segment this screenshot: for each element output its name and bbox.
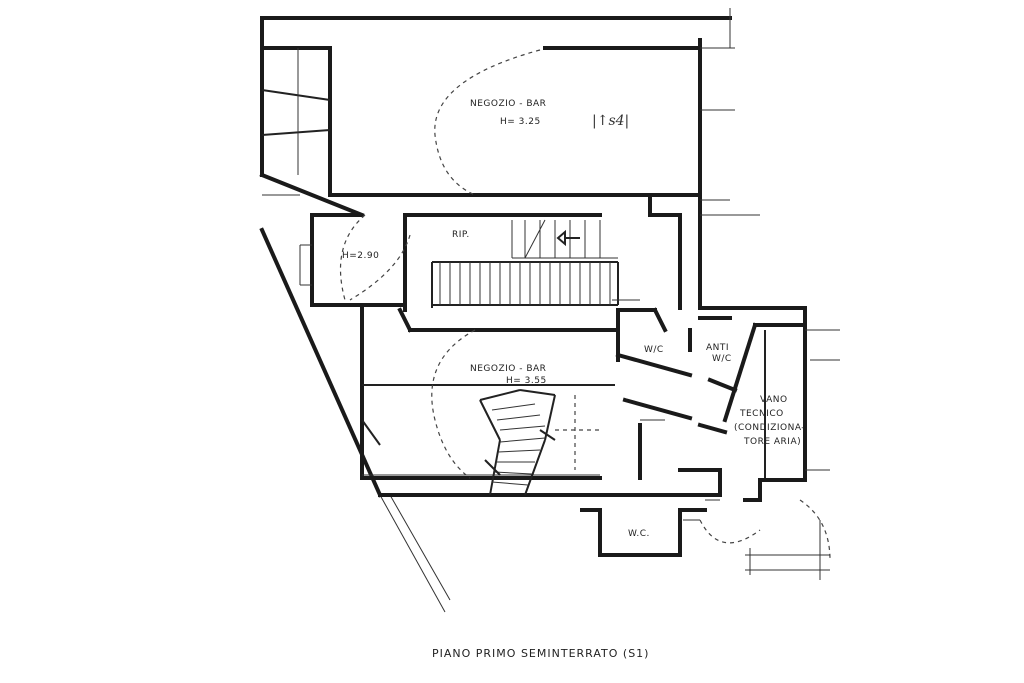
- lower-stair: [479, 389, 556, 496]
- stair-block-walls: [259, 172, 760, 312]
- label-anti-2: W/C: [712, 354, 732, 364]
- label-scribble: |↑s4|: [592, 113, 629, 129]
- label-top-shop: NEGOZIO - BAR: [470, 99, 546, 109]
- dimension-lines: [262, 194, 830, 580]
- label-wc-bottom: W.C.: [628, 529, 650, 539]
- door-swings: [339, 49, 831, 561]
- label-vano-4: TORE ARIA): [743, 437, 801, 447]
- label-anti-1: ANTI: [706, 343, 729, 353]
- label-middle-shop-height: H= 3.55: [506, 376, 547, 386]
- label-vano-1: VANO: [760, 395, 788, 405]
- label-vano-3: (CONDIZIONA-: [734, 423, 805, 433]
- label-rip: RIP.: [452, 230, 470, 240]
- label-vano-2: TECNICO: [739, 409, 784, 419]
- plan-title: PIANO PRIMO SEMINTERRATO (S1): [432, 647, 649, 660]
- service-rooms-walls: [615, 306, 840, 502]
- label-middle-shop: NEGOZIO - BAR: [470, 364, 546, 374]
- label-top-shop-height: H= 3.25: [500, 117, 541, 127]
- lower-shop-walls: [259, 227, 722, 613]
- bottom-wc-walls: [580, 499, 720, 557]
- stair-treads: [439, 219, 618, 305]
- top-shop-walls: [260, 8, 735, 197]
- label-wc-small: W/C: [644, 345, 664, 355]
- label-h-left: H=2.90: [342, 251, 379, 261]
